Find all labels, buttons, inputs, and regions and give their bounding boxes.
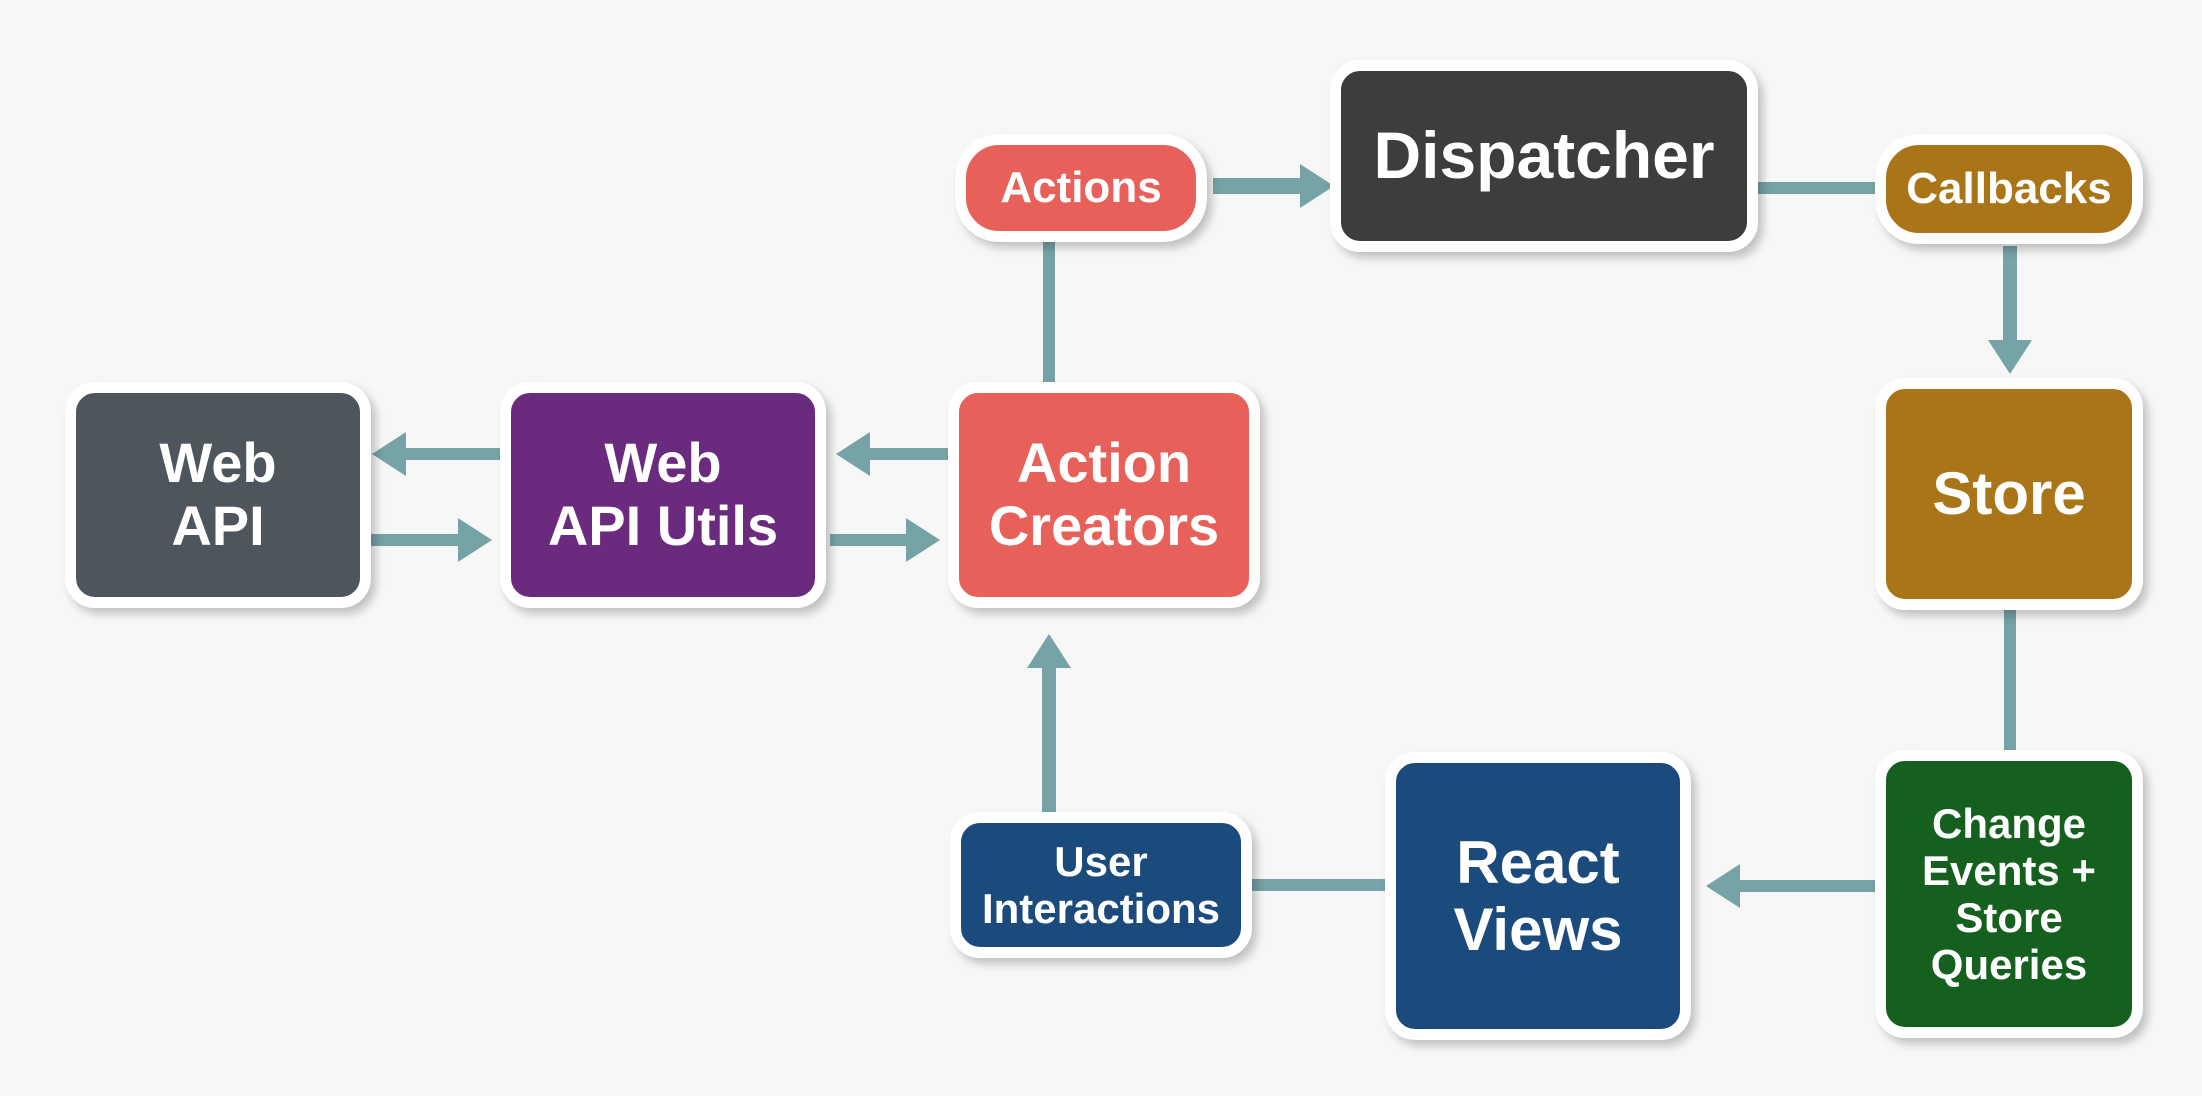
- node-action-creators[interactable]: Action Creators: [948, 382, 1260, 608]
- edge-callbacks-to-store: [2003, 246, 2017, 350]
- node-web-api[interactable]: Web API: [65, 382, 371, 608]
- arrowhead-web-api-to-web-api-utils: [458, 518, 492, 562]
- arrowhead-callbacks-to-store: [1988, 340, 2032, 374]
- node-user-interactions[interactable]: User Interactions: [950, 812, 1252, 958]
- node-change-events-store-queries[interactable]: Change Events + Store Queries: [1875, 750, 2143, 1038]
- node-web-api-utils[interactable]: Web API Utils: [500, 382, 826, 608]
- edge-change-events-to-react-views: [1740, 880, 1880, 892]
- node-dispatcher[interactable]: Dispatcher: [1330, 60, 1758, 252]
- node-store[interactable]: Store: [1875, 378, 2143, 610]
- arrowhead-action-creators-to-web-api-utils: [836, 432, 870, 476]
- edge-react-views-to-user-interactions: [1248, 879, 1390, 891]
- arrowhead-actions-to-dispatcher: [1300, 164, 1334, 208]
- edge-web-api-utils-to-web-api: [406, 448, 504, 460]
- arrowhead-user-interactions-to-action-creators: [1027, 634, 1071, 668]
- edge-store-to-change-events: [2004, 610, 2016, 756]
- edge-web-api-to-web-api-utils: [366, 534, 464, 546]
- edge-action-creators-to-actions: [1043, 242, 1055, 388]
- arrowhead-web-api-utils-to-action-creators: [906, 518, 940, 562]
- edge-actions-to-dispatcher: [1213, 178, 1309, 194]
- edge-action-creators-to-web-api-utils: [870, 448, 952, 460]
- arrowhead-change-events-to-react-views: [1706, 864, 1740, 908]
- arrowhead-web-api-utils-to-web-api: [372, 432, 406, 476]
- edge-user-interactions-to-action-creators: [1042, 668, 1056, 816]
- node-react-views[interactable]: React Views: [1385, 752, 1691, 1040]
- node-actions[interactable]: Actions: [955, 134, 1207, 242]
- node-callbacks[interactable]: Callbacks: [1875, 134, 2143, 244]
- edge-web-api-utils-to-action-creators: [830, 534, 912, 546]
- edge-dispatcher-to-callbacks: [1756, 182, 1882, 194]
